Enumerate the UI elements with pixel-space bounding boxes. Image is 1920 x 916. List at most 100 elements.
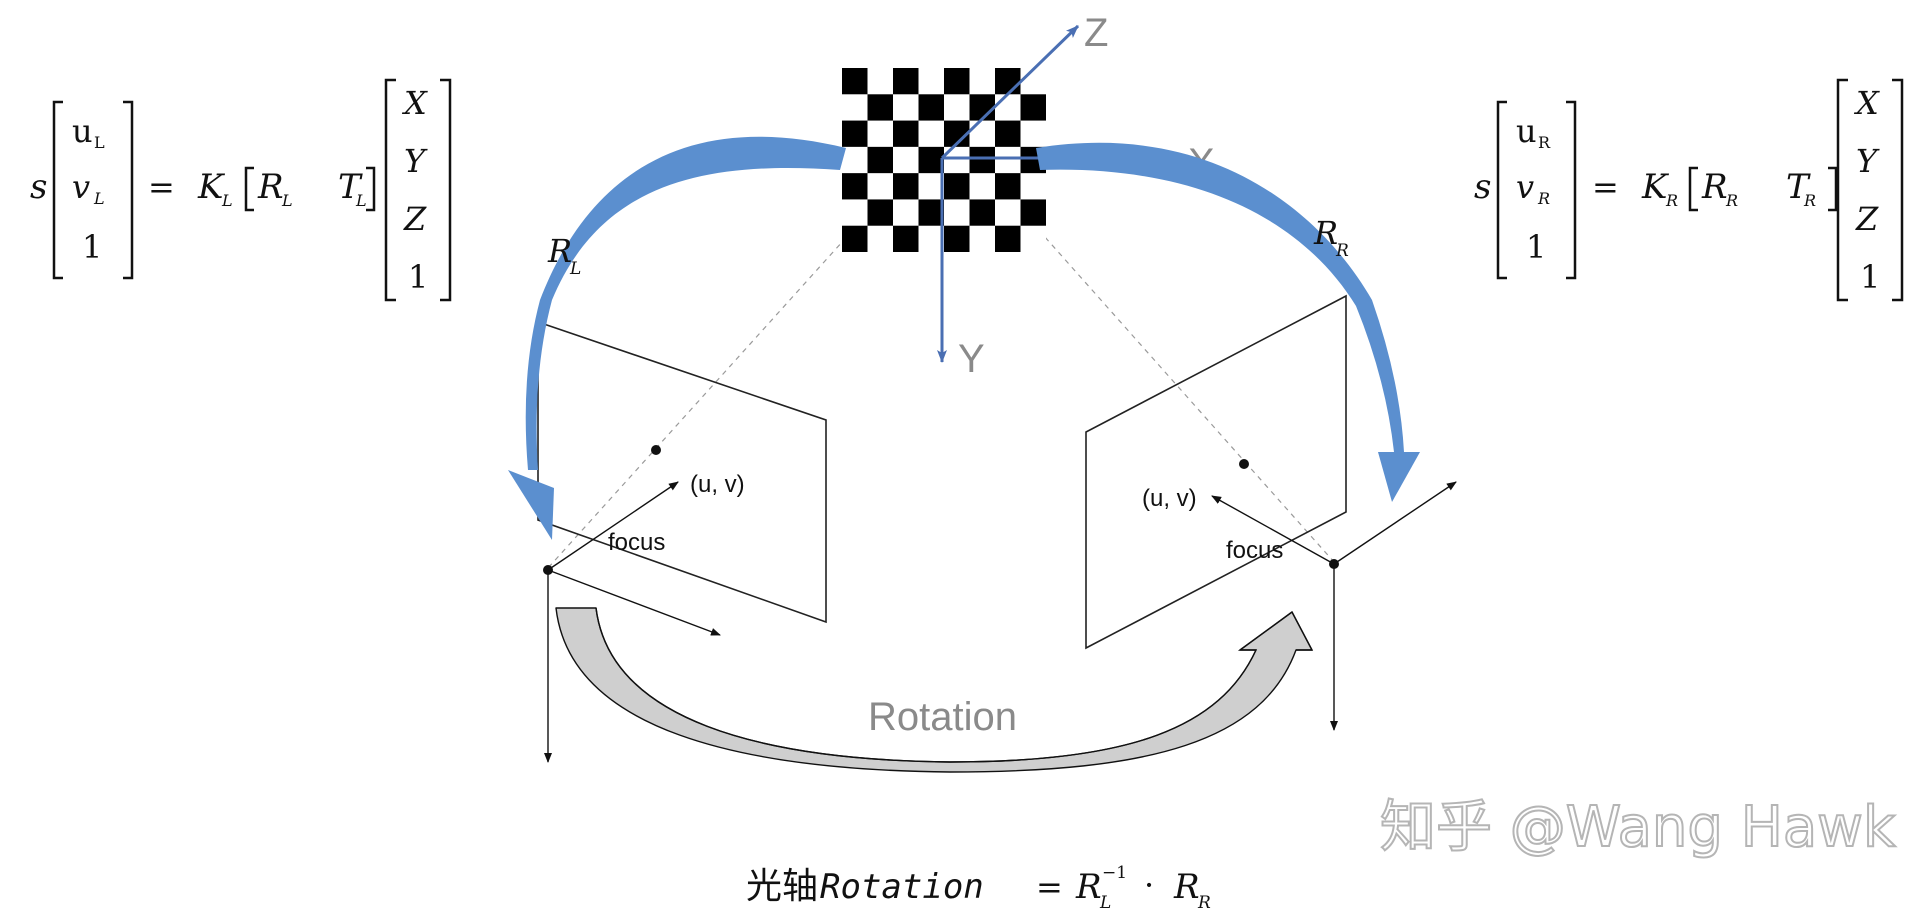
checkerboard-square: [893, 68, 919, 95]
formula-equals: =: [1036, 868, 1063, 906]
left-K-sub: L: [221, 191, 233, 210]
checkerboard-square: [1020, 94, 1046, 121]
left-focus-label: focus: [608, 529, 665, 556]
formula-R2-sub: R: [1197, 893, 1211, 913]
y-axis-label: Y: [958, 337, 985, 381]
rotation-label-left: R: [547, 232, 572, 270]
rotation-arrow-right: [1036, 142, 1420, 502]
right-T: T: [1786, 167, 1811, 207]
right-camera-optical-axis: [1211, 495, 1335, 565]
right-R: R: [1701, 167, 1728, 207]
checkerboard-square: [969, 146, 995, 174]
right-world-bracket-open: [1836, 78, 1848, 302]
left-world-bracket-open: [384, 78, 396, 302]
right-world-Y: Y: [1856, 142, 1880, 180]
right-point-label: (u, v): [1142, 485, 1197, 512]
right-u: u: [1516, 112, 1537, 150]
left-v-sub: L: [93, 189, 105, 208]
left-projection-equation: s u L v L 1 = K L R L T L X Y Z 1: [30, 78, 452, 302]
left-v: v: [72, 168, 90, 206]
left-RT-bracket-close: [366, 166, 376, 212]
right-focus-label: focus: [1226, 537, 1283, 564]
watermark: 知乎 @Wang Hawk: [1380, 795, 1896, 860]
right-world-Z: Z: [1855, 200, 1879, 238]
right-K-sub: R: [1665, 191, 1678, 210]
checkerboard-square: [893, 225, 919, 252]
checkerboard-square: [995, 68, 1021, 95]
optical-axis-rotation-arrow: [555, 607, 1314, 773]
checkerboard-square: [867, 199, 893, 226]
checkerboard-square: [995, 173, 1021, 200]
left-world-bracket-close: [440, 78, 452, 302]
left-focus-point: [543, 565, 553, 575]
left-vector-bracket-close: [123, 100, 134, 280]
right-camera-x-axis: [1333, 481, 1457, 565]
projection-rays: [547, 199, 1335, 569]
right-image-plane: [1085, 294, 1347, 650]
checkerboard-square: [918, 94, 944, 121]
z-axis-label: Z: [1084, 11, 1108, 55]
checkerboard-square: [842, 173, 868, 200]
checkerboard-square: [995, 225, 1021, 252]
right-v-sub: R: [1537, 189, 1550, 208]
checkerboard-square: [842, 68, 868, 95]
formula-R1-sub: L: [1099, 893, 1111, 913]
left-one: 1: [82, 228, 102, 266]
rotation-arrow-right-head: [1378, 452, 1420, 502]
formula-R1-sup: −1: [1102, 863, 1127, 883]
right-K: K: [1641, 167, 1670, 207]
right-v: v: [1516, 168, 1534, 206]
right-RT-bracket-open: [1688, 166, 1698, 212]
ray-left: [547, 199, 881, 569]
checkerboard-square: [918, 199, 944, 226]
checkerboard-square: [867, 94, 893, 121]
formula-R1: R: [1075, 867, 1102, 907]
formula-name: Rotation: [820, 867, 984, 907]
left-principal-point: [651, 445, 661, 455]
formula-R2: R: [1173, 867, 1200, 907]
left-image-plane: [537, 320, 827, 624]
checkerboard-square: [842, 225, 868, 252]
checkerboard-square: [944, 225, 970, 252]
formula-prefix: 光轴: [746, 866, 818, 907]
left-equals: =: [148, 168, 175, 206]
optical-axis-rotation-formula: 光轴 Rotation = R L −1 · R R: [746, 863, 1211, 913]
rotation-arrow-label: Rotation: [868, 695, 1017, 739]
left-world-Y: Y: [404, 142, 428, 180]
checkerboard-square: [867, 146, 893, 174]
rotation-arrow-left-head: [508, 470, 554, 540]
right-one: 1: [1526, 228, 1546, 266]
rotation-label-right: R: [1313, 214, 1338, 252]
checkerboard-square: [893, 173, 919, 200]
right-world-one: 1: [1860, 258, 1880, 296]
left-R-sub: L: [281, 191, 293, 210]
right-u-sub: R: [1538, 133, 1551, 152]
left-point-label: (u, v): [690, 471, 745, 498]
z-axis: [940, 24, 1080, 160]
checkerboard-target: [842, 68, 1046, 252]
left-world-one: 1: [408, 258, 428, 296]
right-world-bracket-close: [1892, 78, 1904, 302]
left-u-sub: L: [94, 133, 105, 152]
left-world-Z: Z: [403, 200, 427, 238]
left-RT-bracket-open: [244, 166, 254, 212]
left-T-sub: L: [355, 191, 367, 210]
left-R: R: [257, 167, 284, 207]
rotation-label-right-sub: R: [1335, 241, 1349, 261]
checkerboard-square: [842, 120, 868, 147]
checkerboard-square: [1020, 199, 1046, 226]
right-principal-point: [1239, 459, 1249, 469]
left-world-X: X: [401, 84, 428, 122]
left-camera-x-axis: [547, 569, 721, 636]
left-T: T: [338, 167, 363, 207]
right-focus-point: [1329, 559, 1339, 569]
formula-dot: ·: [1144, 866, 1154, 904]
right-vector-bracket-close: [1566, 100, 1577, 280]
rotation-arrow-left: [508, 136, 846, 540]
checkerboard-square: [969, 94, 995, 121]
right-vector-bracket-open: [1496, 100, 1507, 280]
right-equals: =: [1592, 168, 1619, 206]
right-camera-frame: [1211, 481, 1457, 731]
